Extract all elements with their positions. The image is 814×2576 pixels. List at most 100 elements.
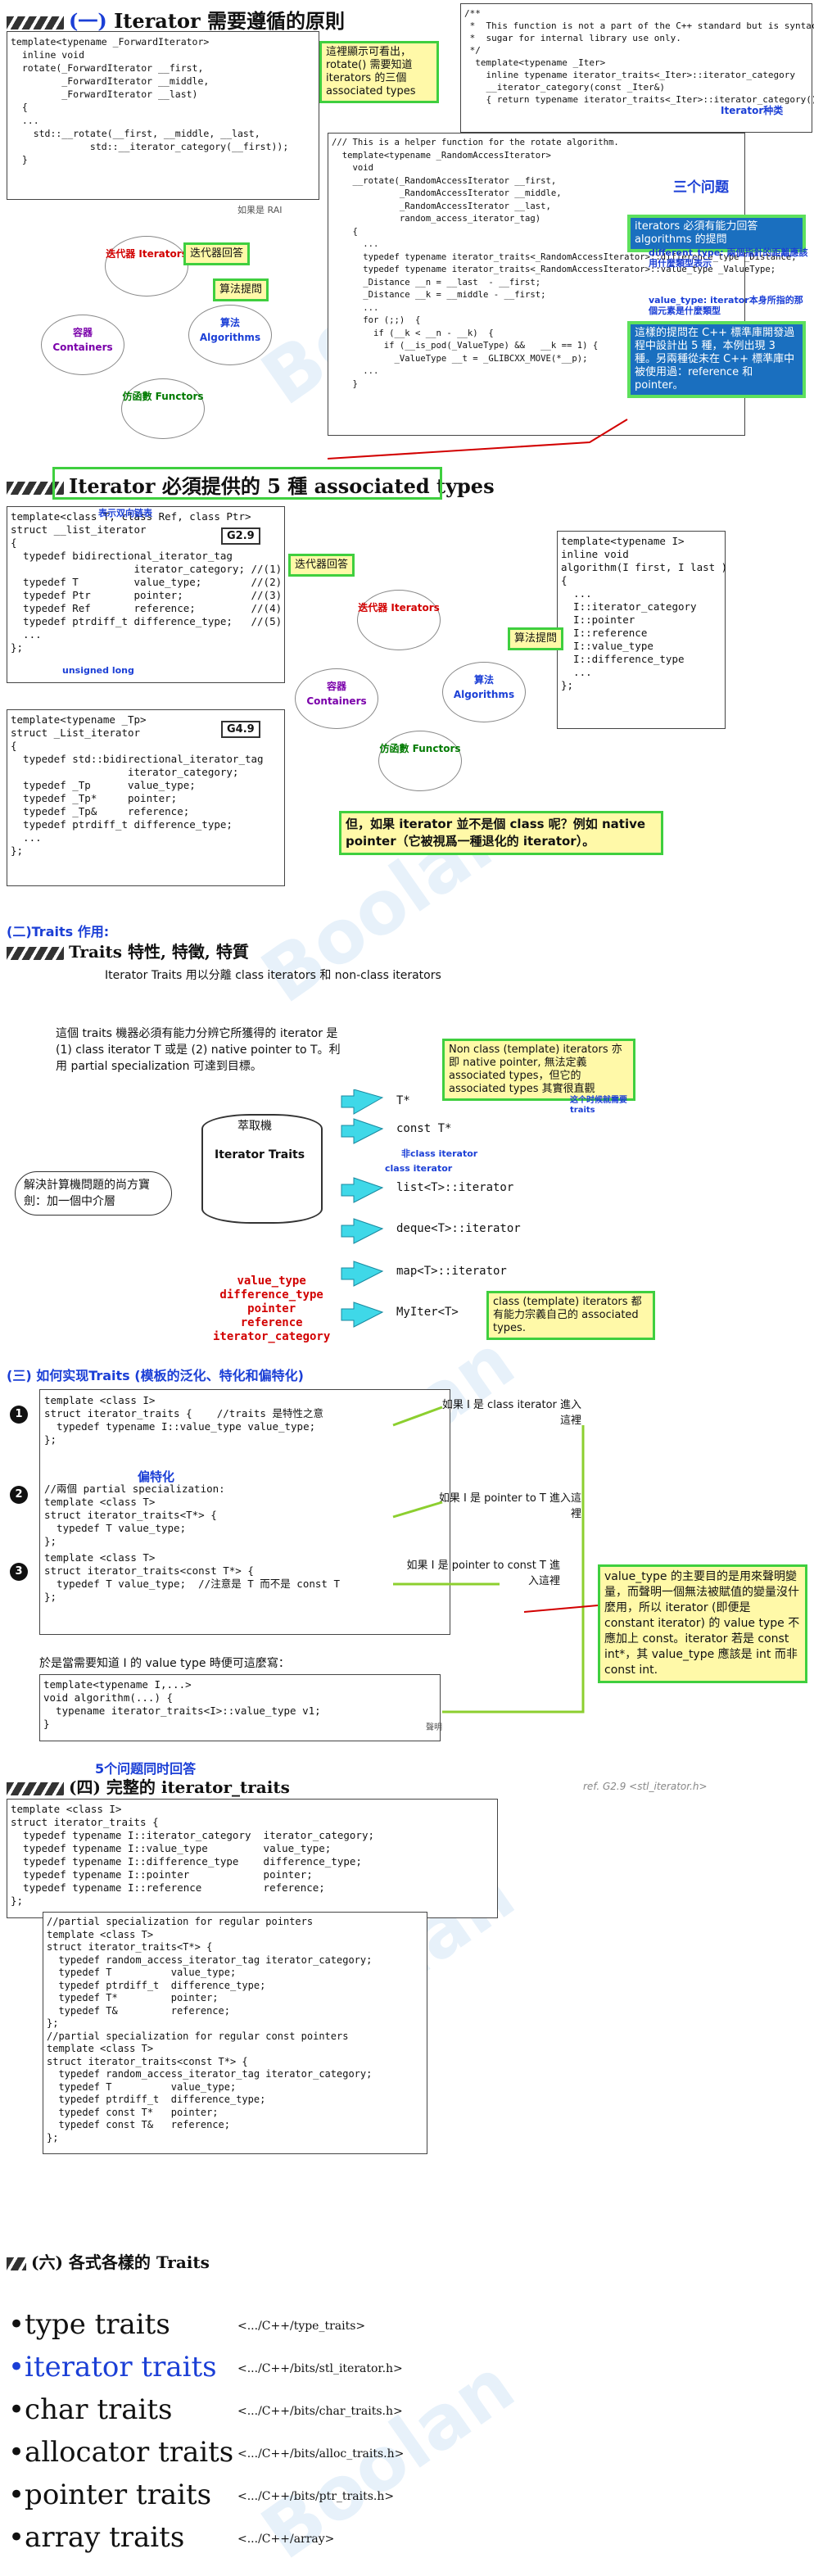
- code-pointer-specializations: //partial specialization for regular poi…: [43, 1912, 427, 2154]
- code-line: random_access_iterator_tag): [332, 214, 541, 224]
- code-const-pointer-traits: template <class T>struct iterator_traits…: [44, 1551, 340, 1591]
- code-line: };: [47, 2131, 59, 2144]
- code-line: ...: [561, 587, 592, 600]
- circle-containers: 容器 Containers: [295, 668, 378, 729]
- code-close: };: [44, 1591, 57, 1603]
- code-full-traits: template <class I>struct iterator_traits…: [7, 1799, 498, 1918]
- traits-subtitle: Traits 特性, 特徵, 特質: [7, 939, 249, 962]
- trait-path: <.../C++/array>: [237, 2533, 335, 2546]
- stripe-icon: [7, 1781, 64, 1795]
- code-line: typedef std::bidirectional_iterator_tag: [11, 753, 264, 765]
- code-line: //兩個 partial specialization:: [44, 1483, 225, 1495]
- output-type: iterator_category: [213, 1330, 331, 1343]
- code-line: typedef T value_type;: [47, 1967, 237, 1978]
- code-line: typedef bidirectional_iterator_tag: [11, 550, 233, 562]
- code-line: typedef _Tp& reference;: [11, 805, 190, 817]
- code-line: template<typename _Tp>: [11, 713, 147, 726]
- code-line: typedef ptrdiff_t difference_type;: [47, 2094, 266, 2105]
- note-non-class-iterators: Non class (template) iterators 亦即 native…: [442, 1039, 635, 1101]
- code-line: template<typename I>: [561, 535, 685, 547]
- label-algorithm-ask: 算法提問: [213, 278, 269, 301]
- code-line: iterator_category; //(1): [11, 563, 283, 575]
- three-questions: 三个问题: [673, 179, 729, 196]
- trait-name: •array traits: [8, 2521, 185, 2554]
- answer-five: 5个问题同时回答: [95, 1761, 197, 1777]
- output-type: difference_type: [219, 1288, 323, 1302]
- trait-name: •char traits: [8, 2393, 173, 2426]
- circle-iterators: 迭代器 Iterators: [357, 590, 441, 650]
- code-line: template<typename _RandomAccessIterator>: [332, 150, 551, 161]
- traits-input: T*: [396, 1094, 410, 1107]
- note-value-type-purpose: value_type 的主要目的是用來聲明變量，而聲明一個無法被賦值的變量沒什麼…: [598, 1564, 807, 1683]
- question-native-pointer: 但，如果 iterator 並不是個 class 呢？例如 native poi…: [339, 811, 663, 855]
- note-class-iterator: 如果 I 是 class iterator 進入這裡: [441, 1399, 581, 1427]
- note-bidirectional: 表示双向链表: [98, 508, 152, 518]
- code-line: _ForwardIterator __last): [11, 88, 198, 100]
- code-line: struct iterator_traits {: [11, 1816, 159, 1828]
- code-line: typedef ptrdiff_t difference_type;: [47, 1979, 266, 1991]
- label-iterator-answer: 迭代器回答: [288, 554, 355, 577]
- code-line: {: [561, 574, 568, 586]
- code-panel-specializations: [39, 1389, 450, 1635]
- code-line: I::pointer: [561, 613, 635, 626]
- rai-label: 如果是 RAI: [237, 205, 283, 215]
- label-algorithm-ask: 算法提問: [508, 627, 564, 650]
- circle-functors: 仿函數 Functors: [121, 378, 205, 439]
- section1-title: (一) Iterator 需要遵循的原則: [7, 5, 345, 34]
- code-line: inline typename iterator_traits<_Iter>::…: [464, 70, 795, 80]
- section6-title: (六) 各式各樣的 Traits: [7, 2249, 210, 2273]
- code-line: ...: [11, 115, 39, 126]
- code-line: algorithm(I first, I last ): [561, 561, 728, 573]
- code-line: };: [561, 679, 574, 691]
- code-line: //partial specialization for regular poi…: [47, 1916, 314, 1927]
- traits-line: Iterator Traits 用以分離 class iterators 和 n…: [105, 969, 441, 982]
- trait-name: •pointer traits: [8, 2479, 212, 2511]
- code-pointer-traits: //兩個 partial specialization:template <cl…: [44, 1483, 225, 1548]
- code-line: typedef typename I::value_type value_typ…: [11, 1842, 332, 1854]
- label-non-class: 非class iterator: [401, 1148, 478, 1159]
- code-line: struct iterator_traits<T*> {: [47, 1941, 213, 1953]
- code-line: typedef T& reference;: [47, 2004, 230, 2017]
- code-line: ...: [561, 666, 592, 678]
- code-line: typedef Ptr pointer; //(3): [11, 589, 283, 601]
- code-line: rotate(_ForwardIterator __first,: [11, 62, 204, 74]
- code-line: __rotate(_RandomAccessIterator __first,: [332, 175, 557, 186]
- code-line: typedef const T* pointer;: [47, 2106, 219, 2118]
- output-type: pointer: [247, 1302, 296, 1315]
- code-line: typedef typename I::value_type value_typ…: [44, 1420, 316, 1433]
- code-line: __iterator_category(const _Iter&): [464, 82, 666, 93]
- stripe-icon: [7, 2257, 26, 2270]
- code-line: typedef T value_type;: [44, 1522, 187, 1534]
- code-line: I::reference: [561, 627, 648, 639]
- circle-iterators: 迭代器 Iterators: [105, 236, 188, 297]
- note-value-type: value_type: iterator本身所指的那個元素是什麼類型: [649, 295, 803, 316]
- trait-path: <.../C++/bits/stl_iterator.h>: [237, 2362, 403, 2375]
- code-line: typedef typename I::iterator_category it…: [11, 1829, 375, 1841]
- traits-paragraph: 這個 traits 機器必須有能力分辨它所獲得的 iterator 是 (1) …: [56, 1027, 341, 1073]
- code-line: template <class I>: [11, 1803, 122, 1815]
- code-line: template<class T, class Ref, class Ptr>: [11, 510, 251, 523]
- code-line: */: [464, 45, 481, 56]
- code-line: };: [44, 1433, 57, 1446]
- note-const-pointer: 如果 I 是 pointer to const T 進入這裡: [406, 1560, 560, 1587]
- machine-top-label: 萃取機: [237, 1120, 272, 1133]
- code-line: typedef ptrdiff_t difference_type;: [11, 818, 233, 831]
- stripe-icon: [7, 481, 64, 495]
- traits-input: deque<T>::iterator: [396, 1222, 521, 1235]
- traits-input: list<T>::iterator: [396, 1181, 514, 1194]
- code-line: };: [11, 641, 24, 654]
- code-line: typedef Ref reference; //(4): [11, 602, 283, 614]
- number-2-icon: 2: [10, 1486, 28, 1504]
- output-type: value_type: [237, 1274, 306, 1288]
- trait-path: <.../C++/bits/ptr_traits.h>: [237, 2490, 395, 2503]
- code-line: typedef typename I::pointer pointer;: [11, 1868, 313, 1881]
- stripe-icon: [7, 16, 64, 29]
- code-line: _RandomAccessIterator __last,: [332, 201, 551, 211]
- code-line: template<typename I,...>: [43, 1678, 192, 1691]
- trait-name: •iterator traits: [8, 2351, 217, 2384]
- code-line: _RandomAccessIterator __middle,: [332, 188, 562, 198]
- code-line: ...: [11, 628, 42, 641]
- code-line: /// This is a helper function for the ro…: [332, 138, 619, 147]
- circle-algorithms: 算法 Algorithms: [442, 662, 526, 722]
